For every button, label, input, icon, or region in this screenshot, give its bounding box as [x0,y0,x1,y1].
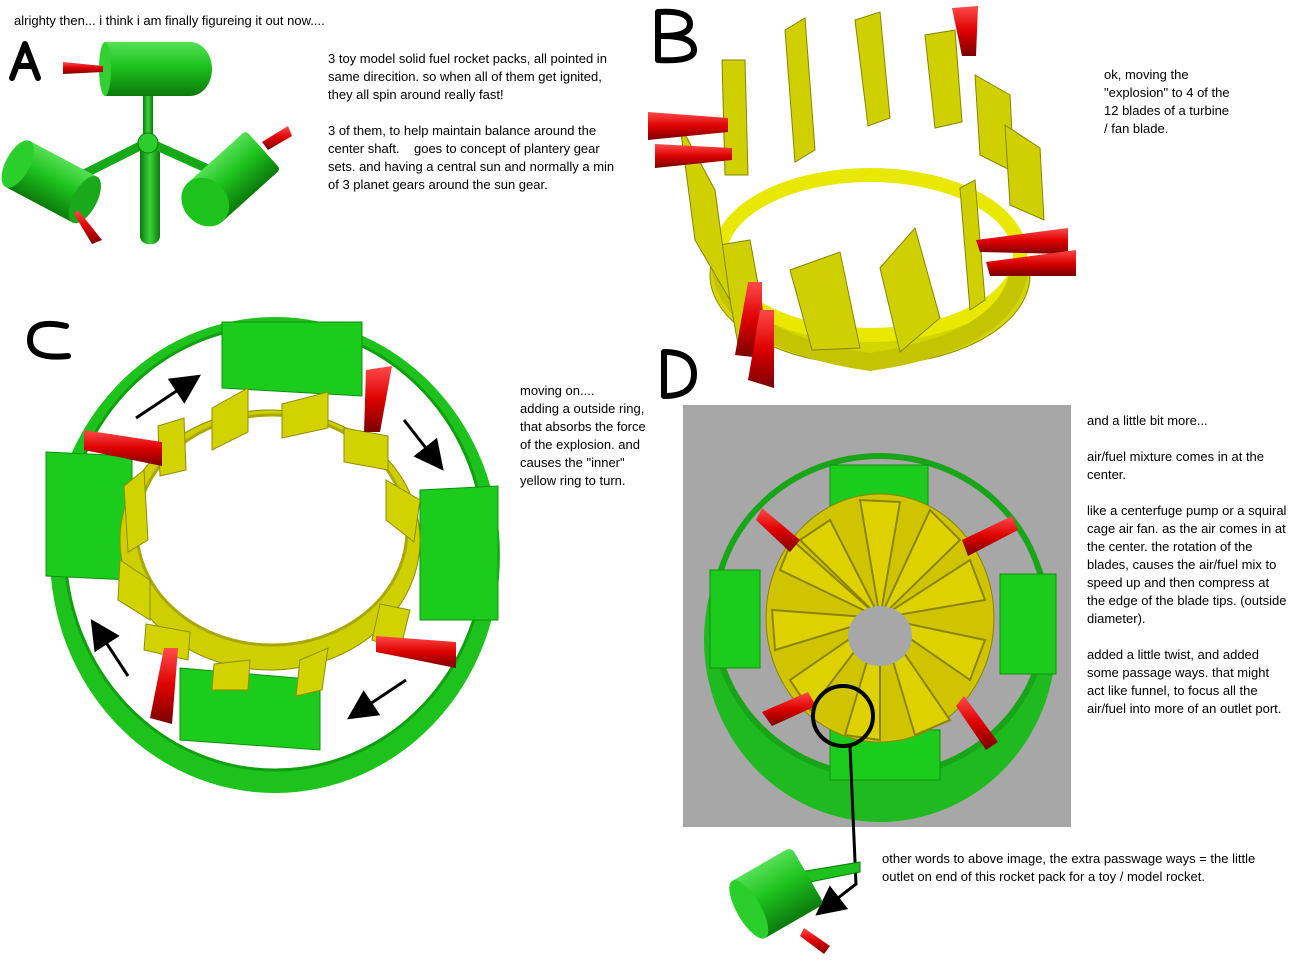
right-rocket-nozzle [262,126,292,150]
header-note: alrighty then... i think i am finally fi… [14,13,325,28]
panel-a-letter [9,41,41,81]
impeller-rockets [756,508,1018,750]
callout-arrow [815,745,858,916]
turbine-blades [679,11,1045,356]
top-rocket [63,42,212,96]
panel-c-letter [26,320,71,360]
panel-a-rocket-assembly [1,42,292,244]
footer-rocket [729,849,861,954]
panel-d-text: and a little bit more... air/fuel mixtur… [1087,413,1287,716]
panel-d-letter [661,349,698,399]
footer-text: other words to above image, the extra pa… [882,851,1259,884]
center-shaft [140,144,160,244]
left-rocket-nozzle [74,210,102,244]
upper-arm [143,82,153,144]
panel-b-turbine [648,6,1076,388]
center-inlet [848,606,912,666]
panel-c-text: moving on.... adding a outside ring, tha… [520,383,646,488]
left-rocket [1,140,102,224]
right-rocket [181,132,279,227]
panel-b-text: ok, moving the "explosion" to 4 of the 1… [1104,67,1234,136]
panel-d-assembly [704,453,1057,916]
panel-b-letter [655,8,697,64]
turbine-rockets [648,6,1076,388]
hub [137,132,159,154]
panel-a-text: 3 toy model solid fuel rocket packs, all… [328,51,615,192]
ring-rockets [84,366,456,724]
rotation-arrows [90,374,444,720]
panel-c-assembly [45,317,500,793]
highlight-circle [811,684,875,748]
